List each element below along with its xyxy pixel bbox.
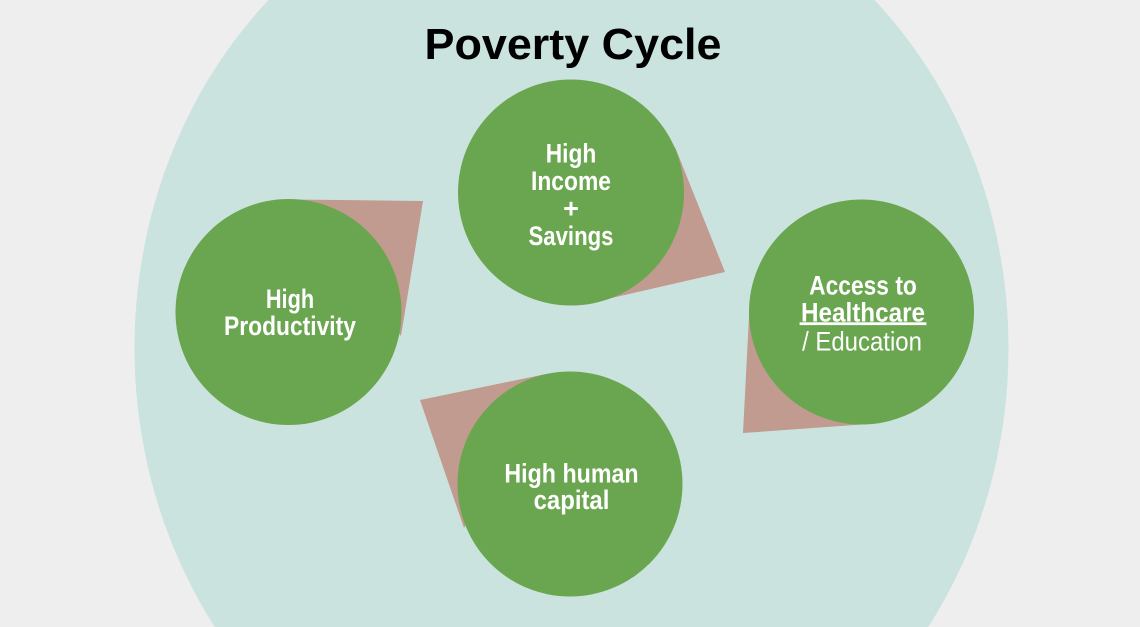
svg-text:Savings: Savings xyxy=(529,221,614,251)
svg-text:capital: capital xyxy=(534,485,610,515)
svg-text:Income: Income xyxy=(531,166,611,196)
svg-text:Poverty Cycle: Poverty Cycle xyxy=(425,20,722,69)
svg-text:+: + xyxy=(563,194,579,224)
svg-text:High: High xyxy=(546,139,597,169)
svg-text:High human: High human xyxy=(504,459,638,489)
svg-text:/ Education: / Education xyxy=(802,327,922,357)
svg-text:Access to: Access to xyxy=(809,271,917,301)
svg-text:Productivity: Productivity xyxy=(224,311,356,341)
svg-text:High: High xyxy=(266,284,314,314)
